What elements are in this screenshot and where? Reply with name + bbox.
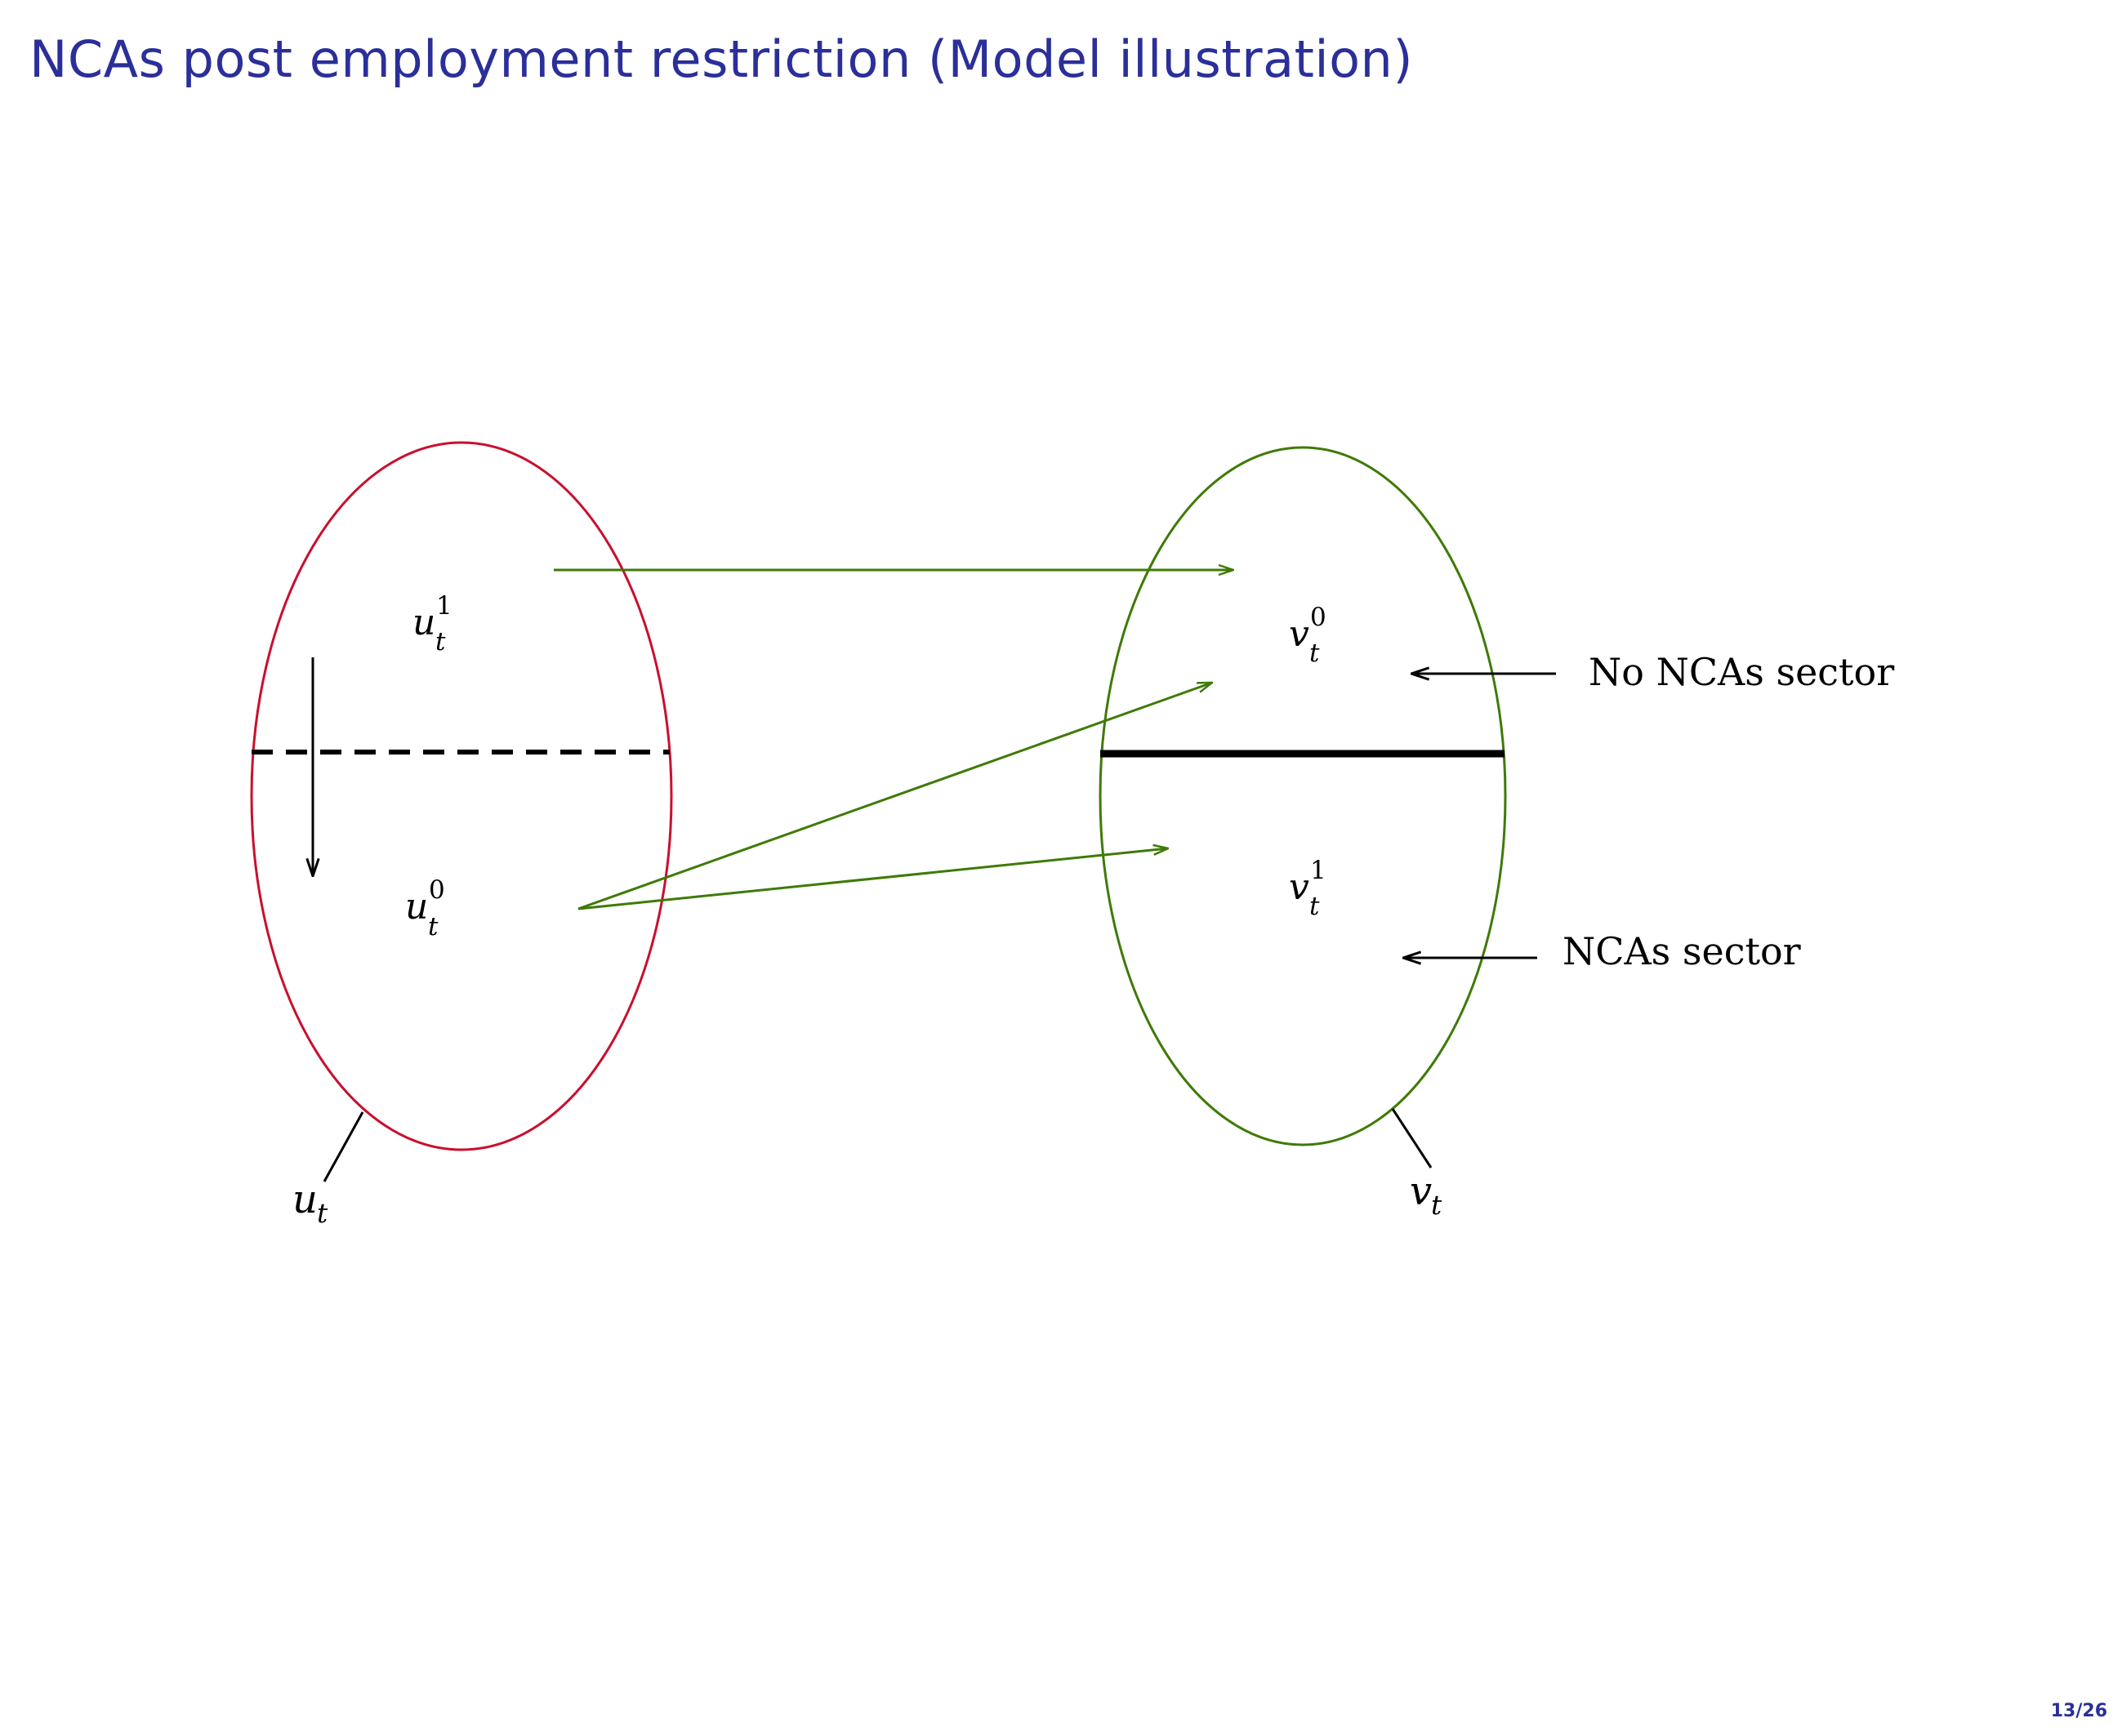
flow-arrow-u0-to-v0	[577, 681, 1212, 910]
ncas-sector-label: NCAs sector	[1563, 929, 1801, 973]
svg-text:t: t	[1309, 639, 1320, 668]
svg-text:0: 0	[1310, 603, 1326, 632]
u-t-1-label: u 1 t	[412, 591, 452, 657]
svg-text:1: 1	[1310, 856, 1326, 885]
svg-text:v: v	[1289, 613, 1309, 655]
svg-text:v: v	[1410, 1168, 1432, 1214]
svg-text:u: u	[412, 602, 435, 643]
svg-text:v: v	[1289, 866, 1309, 908]
svg-text:u: u	[292, 1177, 318, 1222]
svg-text:0: 0	[429, 875, 445, 905]
svg-text:1: 1	[436, 591, 452, 621]
flow-arrow-u0-to-v1	[577, 848, 1168, 910]
v-t-0-label: v 0 t	[1289, 603, 1326, 668]
svg-text:t: t	[1431, 1189, 1442, 1221]
slide-title: NCAs post employment restriction (Model …	[29, 29, 1414, 89]
svg-text:t: t	[435, 627, 446, 657]
left-set-pointer-line	[323, 1111, 364, 1182]
svg-text:u: u	[405, 886, 428, 928]
svg-text:t: t	[428, 912, 439, 941]
right-set-pointer-line	[1391, 1108, 1433, 1168]
u-t-set-label: u t	[292, 1177, 328, 1229]
page-number: 13/26	[2050, 1701, 2107, 1721]
right-set-ellipse	[1099, 446, 1507, 1146]
left-set-ellipse	[250, 441, 673, 1151]
no-ncas-sector-label: No NCAs sector	[1589, 650, 1894, 694]
u-t-0-label: u 0 t	[405, 875, 445, 941]
v-t-1-label: v 1 t	[1289, 856, 1326, 921]
svg-text:t: t	[1309, 892, 1320, 921]
v-t-set-label: v t	[1410, 1168, 1442, 1221]
svg-text:t: t	[317, 1197, 328, 1229]
